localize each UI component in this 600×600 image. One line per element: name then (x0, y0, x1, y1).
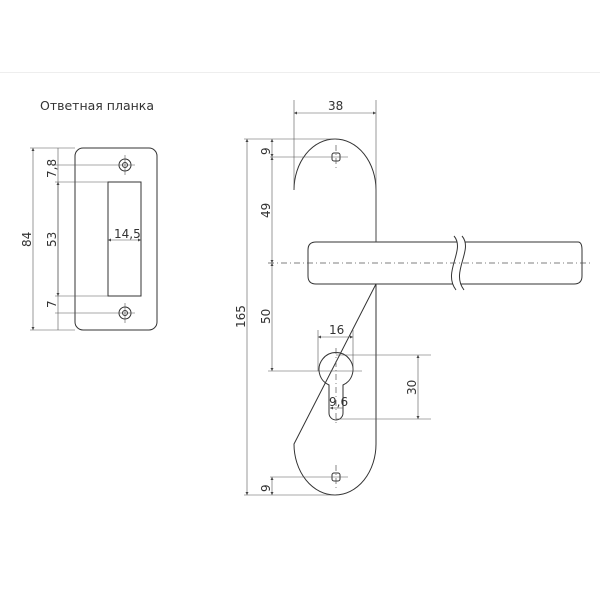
dim-38: 38 (328, 99, 343, 113)
dim-9-bottom: 9 (259, 484, 273, 492)
handle-plate (293, 138, 377, 496)
dim-9-6: 9,6 (329, 395, 348, 409)
dim-14-5: 14,5 (114, 227, 141, 241)
dim-84: 84 (20, 232, 34, 247)
dim-30: 30 (405, 380, 419, 395)
dim-9-top: 9 (259, 147, 273, 155)
dim-16: 16 (329, 323, 344, 337)
lever (268, 235, 590, 291)
dim-50: 50 (259, 309, 273, 324)
dim-165: 165 (234, 305, 248, 328)
dim-49: 49 (259, 203, 273, 218)
strike-plate-title: Ответная планка (40, 98, 154, 113)
dim-7: 7 (45, 300, 59, 308)
strike-plate (30, 147, 158, 331)
dim-7-8: 7,8 (45, 159, 59, 178)
divider (0, 72, 600, 73)
handle-dimensions (244, 100, 431, 496)
dim-53: 53 (45, 232, 59, 247)
cylinder-hole (268, 348, 362, 425)
